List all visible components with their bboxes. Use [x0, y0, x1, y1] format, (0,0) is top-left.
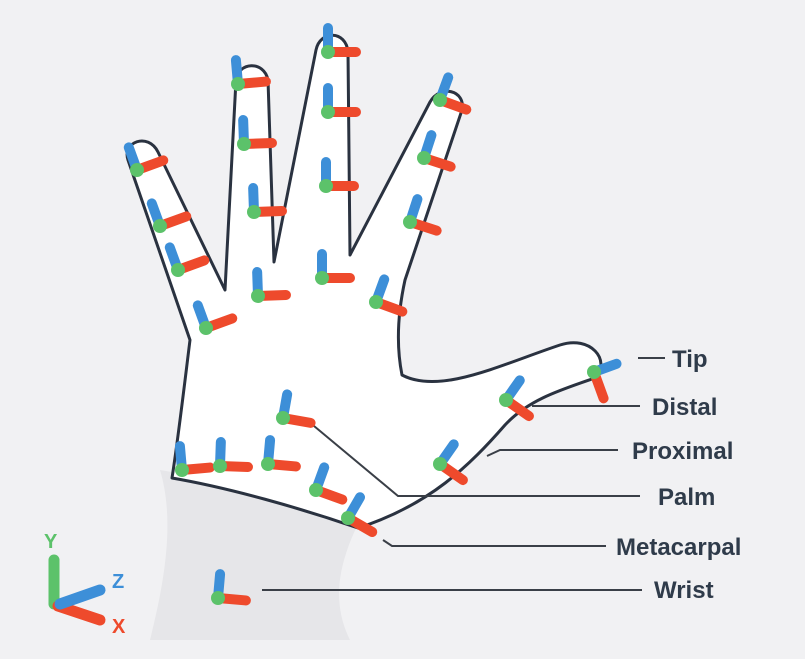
label-tip: Tip: [672, 346, 708, 373]
joint-y-axis-dot: [369, 295, 383, 309]
joint-marker-palm-joint: [276, 389, 316, 428]
joint-y-axis-dot: [433, 93, 447, 107]
label-distal: Distal: [652, 394, 717, 421]
joint-marker-middle-metacarpal: [315, 249, 355, 285]
joint-y-axis-dot: [309, 483, 323, 497]
joint-marker-ring-tip: [230, 55, 271, 91]
joint-y-axis-dot: [321, 105, 335, 119]
joint-y-axis-dot: [231, 77, 245, 91]
joint-y-axis-dot: [237, 137, 251, 151]
joint-y-axis-dot: [211, 591, 225, 605]
joint-y-axis-dot: [171, 263, 185, 277]
joint-marker-ring-metacarpal: [251, 267, 291, 303]
joint-y-axis-dot: [199, 321, 213, 335]
joint-marker-middle-proximal: [319, 157, 359, 193]
joint-marker-index-tip: [433, 72, 472, 115]
joint-markers: [123, 23, 622, 606]
joint-y-axis-dot: [417, 151, 431, 165]
joint-marker-index-distal: [417, 130, 456, 172]
joint-y-axis-dot: [433, 457, 447, 471]
joint-marker-index-proximal: [403, 194, 442, 236]
joint-y-axis-dot: [130, 163, 144, 177]
joint-marker-middle-distal: [321, 83, 361, 119]
joint-y-axis-dot: [276, 411, 290, 425]
joint-marker-ring-proximal: [247, 183, 287, 219]
joint-marker-thumb-distal: [499, 375, 534, 422]
joint-marker-pinky-tip: [123, 142, 169, 177]
joint-marker-pinky-distal: [146, 198, 192, 233]
axis-legend: Y Z X: [44, 531, 126, 638]
joint-y-axis-dot: [213, 459, 227, 473]
joint-marker-thumb-tip: [587, 358, 622, 404]
label-metacarpal: Metacarpal: [616, 534, 741, 561]
joint-marker-middle-tip: [321, 23, 361, 59]
joint-y-axis-dot: [319, 179, 333, 193]
joint-marker-index-metacarpal: [369, 274, 408, 317]
legend-z-axis: [54, 584, 106, 610]
label-proximal: Proximal: [632, 438, 733, 465]
joint-y-axis-dot: [251, 289, 265, 303]
joint-marker-index-base: [309, 462, 348, 505]
hand-outline: [125, 33, 603, 530]
joint-y-axis-dot: [175, 463, 189, 477]
joint-marker-thumb-proximal: [433, 439, 468, 486]
joint-marker-ring-base: [213, 437, 253, 473]
leader-proximal: [486, 449, 618, 457]
joint-marker-ring-distal: [237, 115, 277, 151]
joint-y-axis-dot: [341, 511, 355, 525]
joint-y-axis-dot: [403, 215, 417, 229]
joint-y-axis-dot: [261, 457, 275, 471]
joint-y-axis-dot: [247, 205, 261, 219]
leader-palm: [313, 425, 640, 497]
legend-x-axis: [52, 600, 106, 626]
joint-marker-wrist-joint: [211, 569, 251, 606]
joint-y-axis-dot: [315, 271, 329, 285]
joint-marker-pinky-metacarpal: [192, 300, 238, 335]
joint-y-axis-dot: [153, 219, 167, 233]
joint-marker-pinky-base: [174, 441, 215, 477]
joint-marker-pinky-proximal: [164, 242, 210, 277]
leader-metacarpal: [382, 539, 606, 547]
legend-x-letter: X: [112, 616, 126, 638]
legend-z-letter: Z: [112, 571, 124, 593]
joint-y-axis-dot: [321, 45, 335, 59]
joint-marker-thumb-metacarpal: [341, 492, 378, 537]
joint-y-axis-dot: [587, 365, 601, 379]
leader-lines: [262, 357, 665, 591]
joint-y-axis-dot: [499, 393, 513, 407]
joint-marker-middle-base: [261, 435, 301, 472]
legend-y-letter: Y: [44, 531, 58, 553]
label-wrist: Wrist: [654, 577, 714, 604]
label-palm: Palm: [658, 484, 715, 511]
